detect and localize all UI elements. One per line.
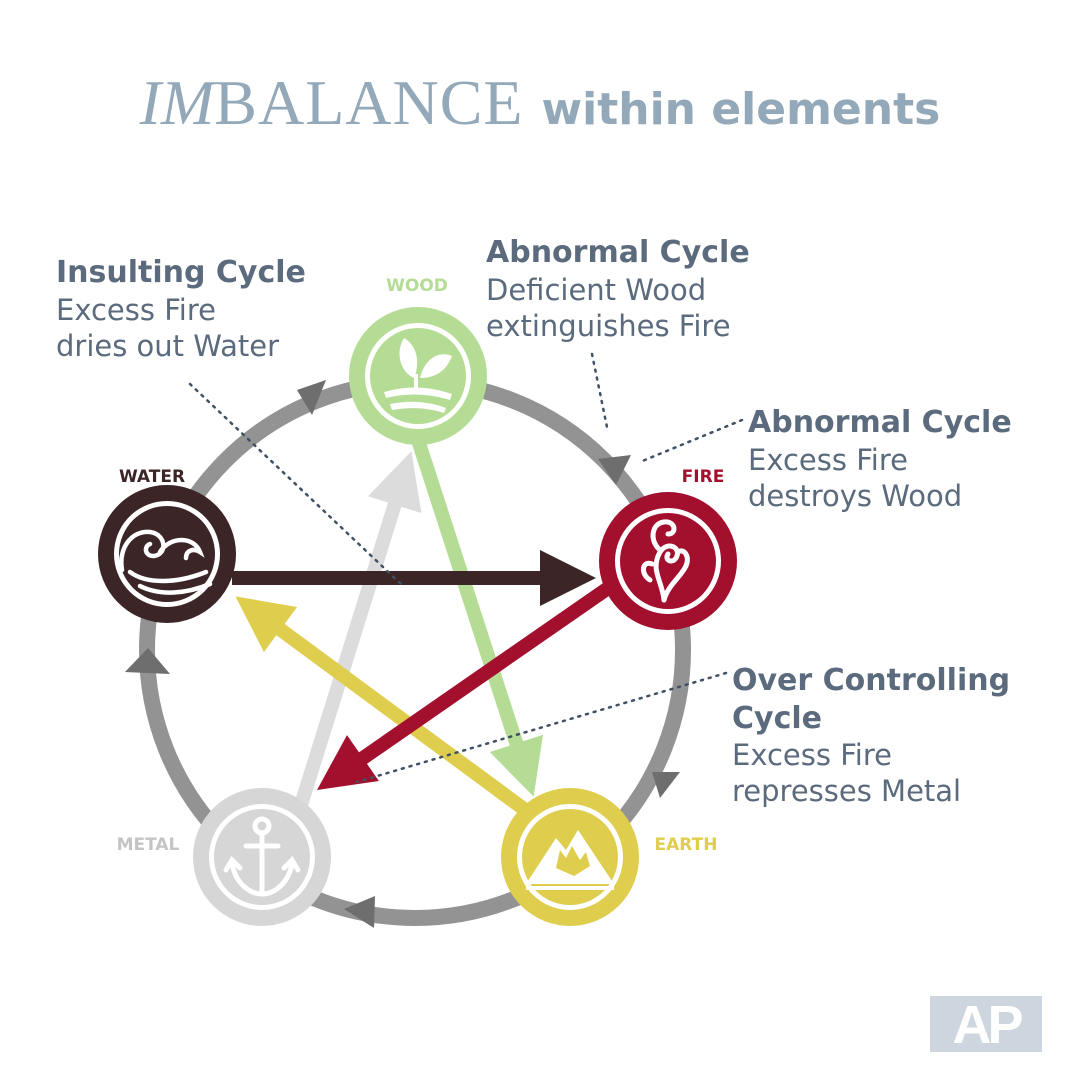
note-line: Excess Fire bbox=[732, 738, 892, 772]
mountain-icon bbox=[526, 830, 614, 890]
water-label: WATER bbox=[119, 467, 185, 487]
over-controlling-cycle-note: Over Controlling Cycle Excess Fire repre… bbox=[732, 662, 1052, 810]
wave-icon bbox=[119, 529, 213, 595]
leaf-sprout-icon bbox=[384, 338, 452, 413]
note-line: extinguishes Fire bbox=[486, 308, 731, 343]
ap-logo: AP bbox=[930, 996, 1042, 1054]
ring-arrows bbox=[125, 380, 680, 928]
earth-to-water-arrow bbox=[235, 596, 533, 818]
fire-label: FIRE bbox=[682, 467, 725, 487]
metal-label: METAL bbox=[117, 835, 180, 855]
flame-swirl-icon bbox=[641, 519, 690, 603]
title-rest: within elements bbox=[541, 84, 941, 135]
note-line: Excess Fire bbox=[748, 442, 908, 477]
note-heading: Insulting Cycle bbox=[56, 255, 306, 290]
water-node bbox=[98, 485, 236, 623]
anchor-icon bbox=[223, 816, 301, 897]
page-title: IMBALANCE within elements bbox=[0, 66, 1080, 140]
abnormal-cycle-wood-note: Abnormal Cycle Deficient Wood extinguish… bbox=[486, 234, 816, 344]
ring-arrow-earth-metal bbox=[344, 896, 375, 928]
ring-arrow-metal-water bbox=[125, 648, 170, 674]
note-heading: Abnormal Cycle bbox=[748, 405, 1012, 440]
metal-node bbox=[193, 788, 331, 926]
ring-arrow-wood-fire bbox=[598, 455, 631, 485]
note-heading: Abnormal Cycle bbox=[486, 235, 750, 270]
over-leader bbox=[355, 671, 728, 784]
note-line: Excess Fire bbox=[56, 292, 216, 327]
abnormal-cycle-fire-note: Abnormal Cycle Excess Fire destroys Wood bbox=[748, 404, 1048, 514]
title-balance: BALANCE bbox=[214, 67, 524, 138]
note-line: Deficient Wood bbox=[486, 272, 707, 307]
ring-arrow-fire-earth bbox=[652, 772, 680, 798]
insulting-cycle-note: Insulting Cycle Excess Fire dries out Wa… bbox=[56, 254, 356, 364]
fire-to-metal-arrow bbox=[316, 578, 618, 790]
earth-node bbox=[501, 788, 639, 926]
insulting-leader bbox=[188, 382, 404, 587]
fire-node bbox=[599, 492, 737, 630]
note-heading-cont: Cycle bbox=[732, 700, 822, 736]
note-line: destroys Wood bbox=[748, 478, 963, 513]
note-line: represses Metal bbox=[732, 774, 962, 809]
note-line: dries out Water bbox=[56, 328, 279, 363]
note-heading: Over Controlling bbox=[732, 663, 1011, 698]
title-im: IM bbox=[139, 67, 215, 138]
ring-arrow-water-wood bbox=[297, 380, 326, 415]
callout-leaders bbox=[188, 352, 744, 784]
abnormal-1-leader bbox=[590, 352, 610, 434]
wood-node bbox=[349, 307, 487, 445]
wood-label: WOOD bbox=[386, 276, 448, 296]
wood-to-earth-arrow bbox=[411, 437, 543, 797]
earth-label: EARTH bbox=[655, 835, 718, 855]
abnormal-2-leader bbox=[638, 418, 744, 464]
